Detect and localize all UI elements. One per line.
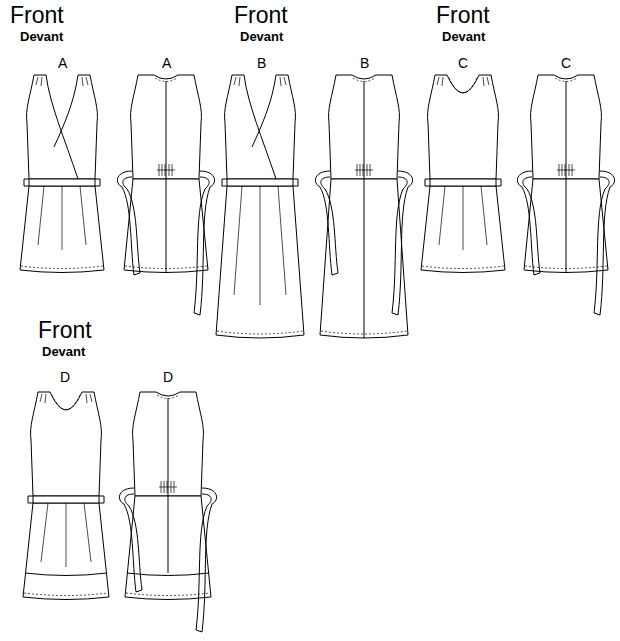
dress-b-back: [315, 75, 412, 338]
view-subtitle: Devant: [20, 30, 63, 44]
dress-d-back: [119, 392, 216, 632]
view-title: Front: [10, 3, 64, 28]
view-title: Front: [436, 3, 490, 28]
view-letter: A: [58, 56, 67, 71]
dress-a-back: [117, 75, 214, 315]
view-title: Front: [38, 318, 92, 343]
view-letter: C: [458, 56, 468, 71]
view-title: Front: [234, 3, 288, 28]
view-letter: D: [163, 370, 173, 385]
view-letter: D: [60, 370, 70, 385]
view-letter: A: [162, 56, 171, 71]
view-subtitle: Devant: [442, 30, 485, 44]
dress-d-front: [23, 392, 109, 600]
dress-a-front: [20, 75, 104, 273]
view-letter: B: [257, 56, 266, 71]
view-subtitle: Devant: [42, 345, 85, 359]
view-letter: C: [561, 56, 571, 71]
dress-b-front: [216, 75, 304, 338]
view-subtitle: Devant: [240, 30, 283, 44]
view-letter: B: [360, 56, 369, 71]
dress-c-back: [517, 75, 614, 315]
dress-c-front: [421, 75, 505, 273]
